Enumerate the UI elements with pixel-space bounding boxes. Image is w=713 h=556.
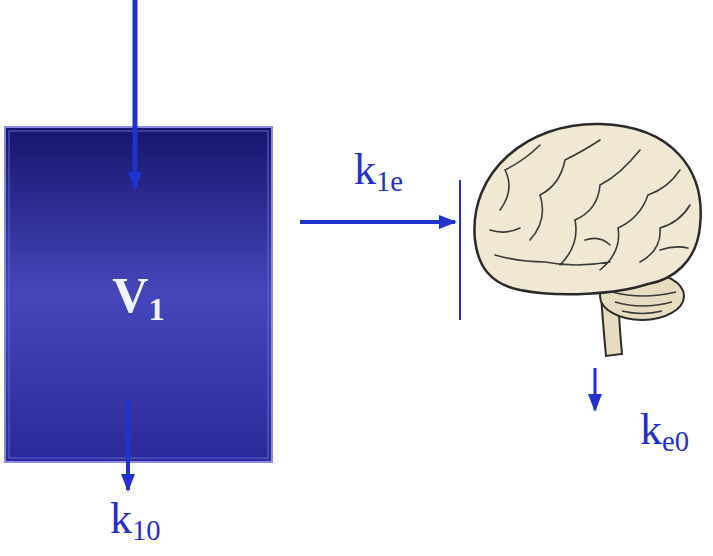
compartment-box: V1 xyxy=(5,127,272,462)
transfer-arrow xyxy=(300,220,455,224)
compartment-fill xyxy=(5,127,272,462)
dose-arrow xyxy=(133,0,138,188)
rate-constant: k10 xyxy=(110,497,161,541)
brain-gyri xyxy=(490,140,690,270)
cerebrum xyxy=(474,124,700,294)
elimination-arrow xyxy=(126,400,130,490)
cerebellum-folds xyxy=(612,292,676,314)
membrane-line xyxy=(459,180,461,320)
effect-elimination-arrow xyxy=(594,368,597,410)
rate-constant: k1e xyxy=(354,148,403,192)
rate-constant: ke0 xyxy=(640,408,689,452)
compartment-inner-border xyxy=(9,131,268,458)
compartment-outline xyxy=(5,127,272,462)
compartment-name: V1 xyxy=(112,270,164,320)
brain-illustration xyxy=(474,124,700,356)
